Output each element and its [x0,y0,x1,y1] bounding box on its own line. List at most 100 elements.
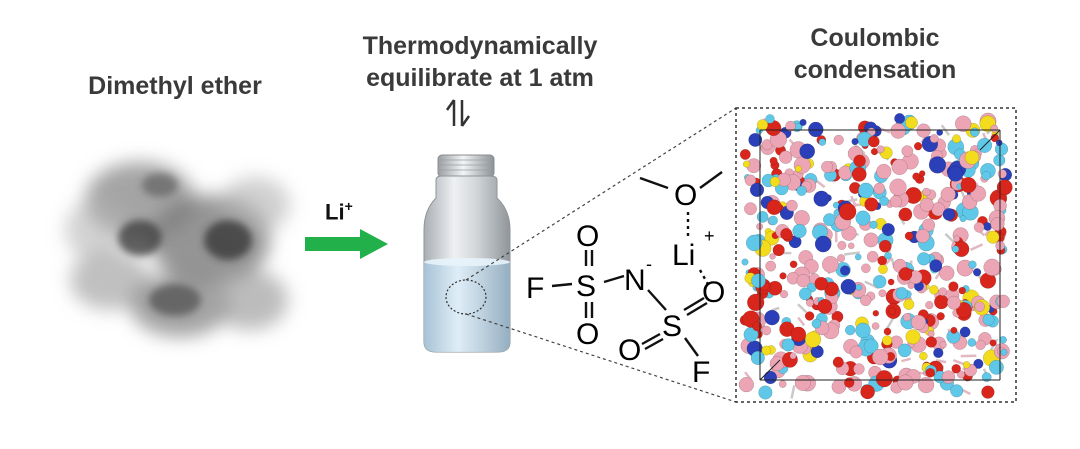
atom-sphere [960,177,977,193]
atom-oxygen-coordinated: O [702,276,725,309]
atom-sphere [752,321,763,332]
atom-sphere [821,255,839,273]
atom-sphere [867,135,880,148]
atom-sphere [905,329,921,345]
atom-sphere [986,230,1000,244]
atom-sphere [981,385,995,399]
atom-oxygen-top: O [576,220,599,253]
atom-sphere [751,273,766,289]
atom-sphere [869,220,878,229]
atom-sphere [872,310,880,317]
atom-sphere [981,170,991,181]
atom-sphere [823,213,836,227]
atom-sphere [749,182,765,198]
atom-sphere [872,274,887,289]
atom-sphere [891,158,908,176]
atom-sphere [890,123,907,139]
result-label-line2: condensation [793,56,957,84]
solvent-stick [883,256,893,267]
atom-sphere [876,145,885,154]
atom-sphere [747,293,765,312]
atom-sphere [756,119,769,131]
atom-sphere [973,358,984,369]
atom-fluorine-right: F [692,356,710,389]
atom-sphere [766,199,782,216]
solvent-stick [901,357,912,363]
atom-sphere [936,129,944,136]
atom-sphere [897,374,914,391]
atom-sphere [779,150,793,164]
atom-sphere [832,356,844,368]
atom-sphere [851,137,859,146]
atom-sphere [789,352,797,360]
atom-sphere [871,322,880,330]
chemical-structure: O Li + F S O O N - S O O F [526,171,725,389]
atom-sphere [854,253,862,261]
atom-sphere [904,231,914,241]
atom-sphere [837,254,846,263]
atom-sphere [873,182,886,195]
atom-sphere [919,197,934,212]
solvent-stick [886,316,895,330]
atom-sphere [955,301,972,318]
atom-sphere [950,384,964,398]
atom-sphere [962,361,971,369]
atom-sphere [927,330,935,338]
atom-sphere [967,338,977,347]
atom-sphere [922,187,931,197]
atom-sphere [883,327,892,336]
atom-sphere [918,170,926,177]
atom-sphere [915,228,930,244]
atom-sphere [995,139,1003,147]
solvent-stick [790,385,796,399]
result-label-line1: Coulombic [810,24,940,52]
atom-sphere [853,154,866,168]
atom-sphere [889,195,903,208]
atom-sphere [929,134,939,144]
atom-sphere [990,124,999,133]
atom-sphere [975,339,986,351]
atom-sphere [917,252,931,266]
atom-sphere [789,260,798,269]
atom-sphere [993,154,1006,167]
atom-sphere [933,347,944,359]
atom-sphere [855,284,863,291]
atom-sphere [843,377,855,388]
atom-sulfur-right: S [662,310,682,343]
atom-sphere [739,148,751,160]
atom-sphere [942,208,956,221]
cation-symbol: Li [325,199,345,225]
process-label: Thermodynamically equilibrate at 1 atm [320,30,640,94]
atom-sphere [925,300,934,310]
atom-sphere [833,134,844,146]
atom-sphere [903,298,915,310]
atom-sphere [796,185,807,196]
bottle [423,154,511,353]
solvent-stick [843,251,860,256]
atom-sphere [863,338,879,354]
atom-sphere [851,166,867,182]
atom-sphere [769,156,778,165]
atom-sphere [912,172,921,181]
atom-sphere [996,294,1010,308]
atom-sphere [758,385,773,400]
atom-sphere [989,339,997,347]
atom-lithium: Li [672,239,695,272]
atom-sphere [745,234,763,252]
nitrogen-charge: - [646,254,652,274]
atom-sphere [990,216,1005,232]
process-label-line1: Thermodynamically [362,32,598,60]
atom-sphere [913,142,923,151]
atom-oxygen-ether: O [674,179,697,212]
atom-sphere [928,156,947,174]
atom-sphere [853,363,865,375]
solvent-stick [797,303,808,314]
atom-sphere [947,165,964,182]
atom-sphere [878,289,887,298]
solvent-stick [771,306,780,312]
atom-sphere [779,289,789,299]
atom-sphere [780,228,793,241]
atom-sphere [921,218,936,232]
atom-sphere [946,295,961,310]
atom-sulfur-left: S [576,270,596,303]
